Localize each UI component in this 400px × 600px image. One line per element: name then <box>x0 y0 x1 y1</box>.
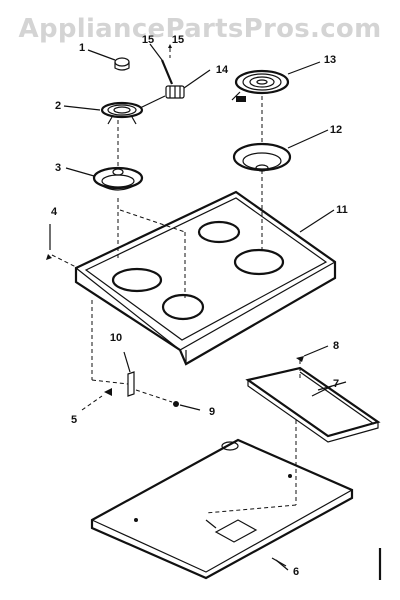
callout-15-b: 15 <box>172 34 184 46</box>
part-9-screw <box>173 401 201 411</box>
part-1-knob <box>114 57 130 71</box>
part-12-large-drip-pan <box>232 96 292 172</box>
part-5-clip <box>81 388 112 411</box>
callout-5: 5 <box>71 414 77 426</box>
callout-15-a: 15 <box>142 34 154 46</box>
callout-11: 11 <box>336 204 348 216</box>
callout-1: 1 <box>79 42 85 54</box>
callout-labels: 1 2 3 4 5 6 7 8 9 10 11 12 13 14 15 15 <box>51 34 348 578</box>
callout-9: 9 <box>209 406 215 418</box>
part-10-bracket <box>123 351 135 397</box>
part-8-screw <box>296 345 329 362</box>
part-4-screw <box>46 224 52 260</box>
callout-6: 6 <box>293 566 299 578</box>
callout-7: 7 <box>333 378 339 390</box>
callout-2: 2 <box>55 100 61 112</box>
part-2-small-surface-element <box>100 95 166 125</box>
part-6-bottom-panel <box>90 438 382 580</box>
part-3-small-drip-pan <box>92 120 144 191</box>
part-13-large-surface-element <box>231 69 290 102</box>
part-15-screw <box>160 44 174 85</box>
callout-13: 13 <box>324 54 336 66</box>
part-14-receptacle <box>165 85 185 99</box>
alignment-lines <box>51 170 301 514</box>
callout-14: 14 <box>216 64 229 76</box>
leader-lines <box>63 43 335 571</box>
callout-3: 3 <box>55 162 61 174</box>
callout-12: 12 <box>330 124 342 136</box>
callout-4: 4 <box>51 206 58 218</box>
part-11-cooktop <box>74 190 337 366</box>
callout-10: 10 <box>110 332 122 344</box>
watermark-text: AppliancePartsPros.com <box>18 14 382 44</box>
callout-8: 8 <box>333 340 339 352</box>
part-7-panel <box>245 366 381 443</box>
